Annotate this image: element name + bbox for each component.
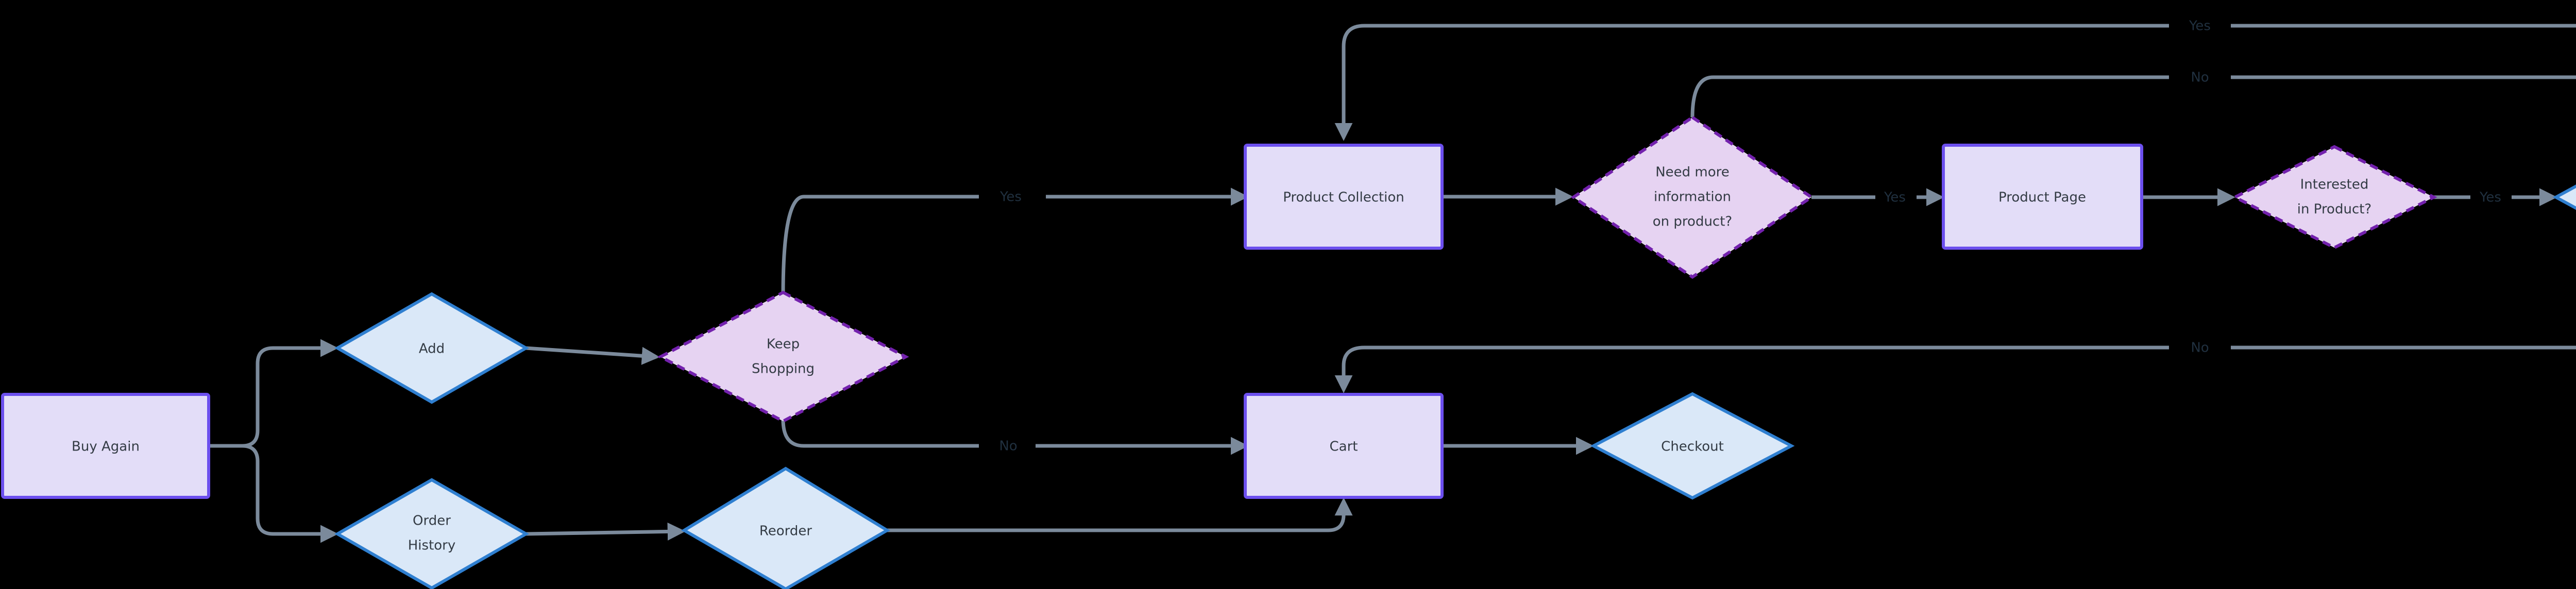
edge-label-yes-keep-shopping-2: Yes [2189,19,2211,34]
edge-label-no-keep-shopping-2: No [2191,340,2209,356]
edge-label-yes-keep-shopping-1: Yes [999,189,1022,205]
edge-keep-shopping-2-yes-to-product-collection [1344,24,2576,136]
node-order-history[interactable]: Order History [334,478,530,589]
node-interested-shape[interactable] [2231,145,2437,250]
edge-label-yes-interested: Yes [2479,190,2501,205]
node-add-to-cart-shape[interactable] [2552,133,2576,262]
node-product-collection-shape[interactable] [1244,144,1444,250]
node-cart-shape[interactable] [1244,393,1444,499]
node-reorder-shape[interactable] [681,466,890,589]
node-keep-shopping-1-shape[interactable] [657,290,909,423]
node-keep-shopping-1[interactable]: Keep Shopping [657,290,909,423]
edge-order-history-to-reorder [525,522,686,541]
edge-need-more-info-no-to-add-to-cart [1690,75,2576,118]
node-checkout[interactable]: Checkout [1590,392,1795,500]
edge-reorder-to-cart [886,497,1353,532]
node-need-more-info-shape[interactable] [1570,115,1815,279]
node-checkout-shape[interactable] [1590,392,1795,500]
node-add-to-cart[interactable]: Add To Cart [2552,133,2576,262]
node-need-more-info[interactable]: Need more information on product? [1570,115,1815,279]
node-product-collection[interactable]: Product Collection [1244,144,1444,250]
nodes-layer: Buy Again Add Order History Keep Shoppin… [1,115,2576,589]
node-reorder[interactable]: Reorder [681,466,890,589]
edge-keep-shopping-2-no-to-cart [1344,345,2576,389]
node-buy-again-shape[interactable] [1,393,210,499]
edge-buy-again-to-order-history [209,444,338,543]
edge-labels-layer: Yes No Yes No Yes Yes No [999,19,2501,454]
edge-label-no-keep-shopping-1: No [999,439,1017,454]
edge-buy-again-to-add [209,339,338,448]
edge-keep-shopping-1-no-to-cart [781,419,1244,446]
node-add-shape[interactable] [334,292,530,404]
edge-add-to-keep-shopping-1 [525,346,660,365]
node-product-page-shape[interactable] [1942,144,2143,250]
node-add[interactable]: Add [334,292,530,404]
node-product-page[interactable]: Product Page [1942,144,2143,250]
node-cart[interactable]: Cart [1244,393,1444,499]
node-buy-again[interactable]: Buy Again [1,393,210,499]
edges-layer: Product Collection --> Cart --> Product … [209,24,2576,543]
edge-keep-shopping-1-yes-to-product-collection [781,197,1244,295]
node-order-history-shape[interactable] [334,478,530,589]
edge-label-no-need-more-info: No [2191,70,2209,85]
edge-label-yes-need-more-info: Yes [1884,190,1906,205]
node-interested[interactable]: Interested in Product? [2231,145,2437,250]
